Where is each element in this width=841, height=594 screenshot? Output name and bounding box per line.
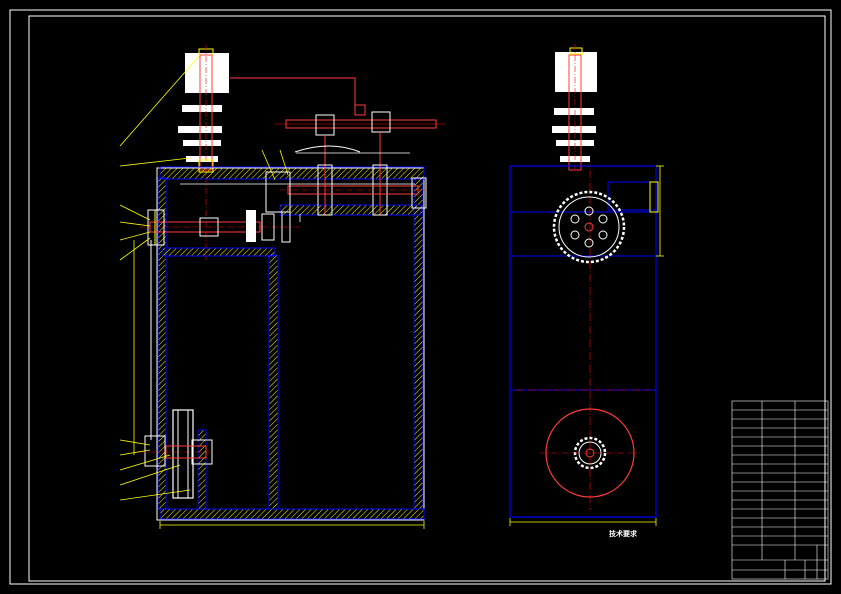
side-view — [133, 44, 664, 529]
side-frame — [509, 165, 659, 518]
drawing-border — [9, 9, 832, 585]
dimension-lines — [133, 165, 664, 529]
large-sprocket — [552, 190, 626, 264]
gear-train — [230, 77, 445, 216]
main-frame — [156, 166, 425, 521]
bottom-pulley — [165, 409, 213, 499]
title-block-grid — [731, 400, 829, 580]
motor-right — [552, 44, 597, 171]
technical-notes: 技术要求 — [603, 530, 725, 581]
leader-lines — [119, 54, 289, 501]
motor-left — [178, 45, 229, 260]
front-view — [119, 45, 445, 521]
lower-pulley — [540, 408, 640, 498]
notes-title: 技术要求 — [609, 530, 637, 538]
horizontal-shaft — [140, 209, 300, 246]
